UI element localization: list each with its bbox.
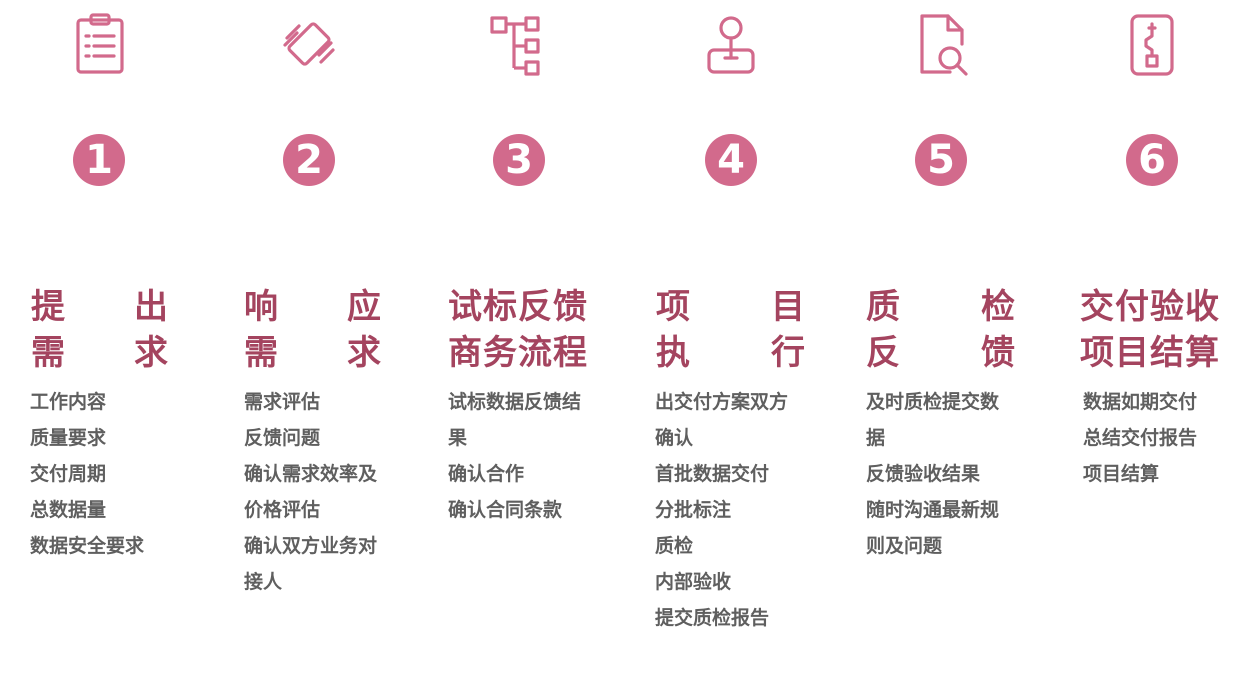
step-title-line-2: 需 求 — [244, 333, 382, 373]
step-title: 项 目 执 行 — [656, 284, 806, 376]
step-title-line-2: 反 馈 — [866, 333, 1016, 373]
list-item: 果 — [448, 427, 468, 449]
step-6: 6 交付验收 项目结算 数据如期交付 总结交付报告 项目结算 — [1050, 0, 1250, 681]
step-title: 交付验收 项目结算 — [1080, 284, 1220, 376]
step-number-badge: 2 — [283, 134, 335, 186]
list-item: 价格评估 — [244, 499, 321, 521]
step-number-badge: 5 — [915, 134, 967, 186]
list-item: 确认合作 — [448, 463, 525, 485]
step-title-line-1: 项 目 — [656, 287, 806, 327]
list-item: 质量要求 — [30, 427, 107, 449]
step-title: 提 出 需 求 — [31, 284, 169, 376]
step-item-list: 出交付方案双方 确认 首批数据交付 分批标注 质检 内部验收 提交质检报告 — [655, 384, 788, 636]
list-item: 工作内容 — [30, 391, 107, 413]
step-item-list: 工作内容 质量要求 交付周期 总数据量 数据安全要求 — [30, 384, 144, 564]
hierarchy-tree-icon — [486, 10, 550, 78]
list-item: 提交质检报告 — [655, 607, 770, 629]
document-search-icon — [910, 10, 974, 78]
device-rotate-icon — [277, 10, 341, 78]
step-item-list: 数据如期交付 总结交付报告 项目结算 — [1083, 384, 1197, 492]
step-title-line-1: 响 应 — [244, 287, 382, 327]
usb-drive-icon — [1120, 10, 1184, 78]
list-item: 分批标注 — [655, 499, 732, 521]
list-item: 试标数据反馈结 — [448, 391, 582, 413]
step-number-badge: 4 — [705, 134, 757, 186]
list-item: 需求评估 — [244, 391, 321, 413]
list-item: 确认 — [655, 427, 694, 449]
step-title-line-2: 项目结算 — [1080, 333, 1220, 373]
list-item: 反馈验收结果 — [866, 463, 981, 485]
step-title-line-1: 试标反馈 — [448, 287, 588, 327]
list-item: 首批数据交付 — [655, 463, 770, 485]
list-item: 总数据量 — [30, 499, 107, 521]
list-item: 数据安全要求 — [30, 535, 145, 557]
list-item: 则及问题 — [866, 535, 943, 557]
list-item: 总结交付报告 — [1083, 427, 1198, 449]
step-title-line-1: 提 出 — [31, 287, 169, 327]
step-title-line-2: 执 行 — [656, 333, 806, 373]
list-item: 及时质检提交数 — [866, 391, 1000, 413]
step-number-badge: 3 — [493, 134, 545, 186]
step-5: 5 质 检 反 馈 及时质检提交数 据 反馈验收结果 随时沟通最新规 则及问题 — [840, 0, 1050, 681]
list-item: 项目结算 — [1083, 463, 1160, 485]
joystick-icon — [699, 10, 763, 78]
list-item: 质检 — [655, 535, 694, 557]
step-1: 1 提 出 需 求 工作内容 质量要求 交付周期 总数据量 数据安全要求 — [0, 0, 210, 681]
step-title: 响 应 需 求 — [244, 284, 382, 376]
step-item-list: 及时质检提交数 据 反馈验收结果 随时沟通最新规 则及问题 — [866, 384, 999, 564]
list-item: 数据如期交付 — [1083, 391, 1198, 413]
step-4: 4 项 目 执 行 出交付方案双方 确认 首批数据交付 分批标注 质检 内部验收… — [630, 0, 840, 681]
step-title-line-1: 交付验收 — [1080, 287, 1220, 327]
step-title-line-2: 需 求 — [31, 333, 169, 373]
clipboard-list-icon — [68, 10, 132, 78]
list-item: 反馈问题 — [244, 427, 321, 449]
list-item: 交付周期 — [30, 463, 107, 485]
step-number-badge: 6 — [1126, 134, 1178, 186]
step-3: 3 试标反馈 商务流程 试标数据反馈结 果 确认合作 确认合同条款 — [420, 0, 630, 681]
list-item: 确认双方业务对 — [244, 535, 378, 557]
step-title: 质 检 反 馈 — [866, 284, 1016, 376]
list-item: 据 — [866, 427, 886, 449]
list-item: 内部验收 — [655, 571, 732, 593]
step-title: 试标反馈 商务流程 — [448, 284, 588, 376]
step-title-line-2: 商务流程 — [448, 333, 588, 373]
step-number-badge: 1 — [73, 134, 125, 186]
list-item: 出交付方案双方 — [655, 391, 789, 413]
list-item: 确认合同条款 — [448, 499, 563, 521]
step-item-list: 需求评估 反馈问题 确认需求效率及 价格评估 确认双方业务对 接人 — [244, 384, 377, 600]
list-item: 随时沟通最新规 — [866, 499, 1000, 521]
step-item-list: 试标数据反馈结 果 确认合作 确认合同条款 — [448, 384, 581, 528]
step-2: 2 响 应 需 求 需求评估 反馈问题 确认需求效率及 价格评估 确认双方业务对… — [210, 0, 420, 681]
step-title-line-1: 质 检 — [866, 287, 1016, 327]
list-item: 接人 — [244, 571, 283, 593]
list-item: 确认需求效率及 — [244, 463, 378, 485]
